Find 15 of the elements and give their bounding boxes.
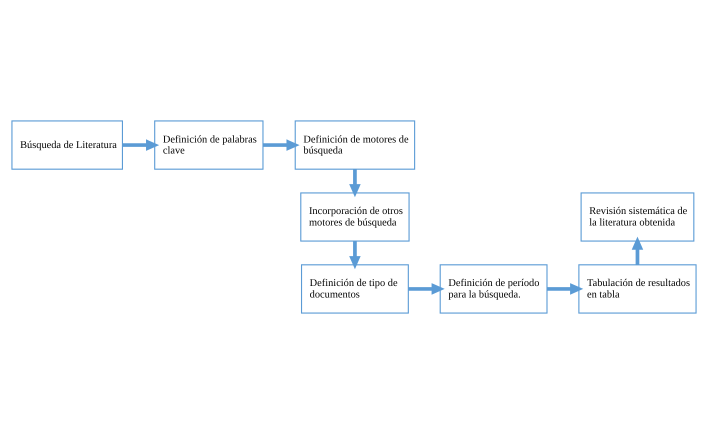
arrow xyxy=(632,236,644,265)
arrow xyxy=(122,139,160,151)
node-box: Búsqueda de Literatura xyxy=(11,120,123,170)
arrow xyxy=(349,169,361,198)
node-box: Definición de tipo de documentos xyxy=(300,264,409,314)
arrow xyxy=(408,283,445,295)
node-box: Definición de período para la búsqueda. xyxy=(440,264,548,314)
arrow xyxy=(349,241,361,270)
node-box: Definición de palabras clave xyxy=(154,120,264,170)
node-box: Revisión sistemática de la literatura obtenida xyxy=(580,192,694,242)
node-box: Incorporación de otros motores de búsqueda xyxy=(300,192,410,242)
node-box: Tabulación de resultados en tabla xyxy=(578,264,697,314)
arrow xyxy=(263,139,300,151)
arrow xyxy=(547,283,584,295)
node-box: Definición de motores de búsqueda xyxy=(294,120,416,170)
